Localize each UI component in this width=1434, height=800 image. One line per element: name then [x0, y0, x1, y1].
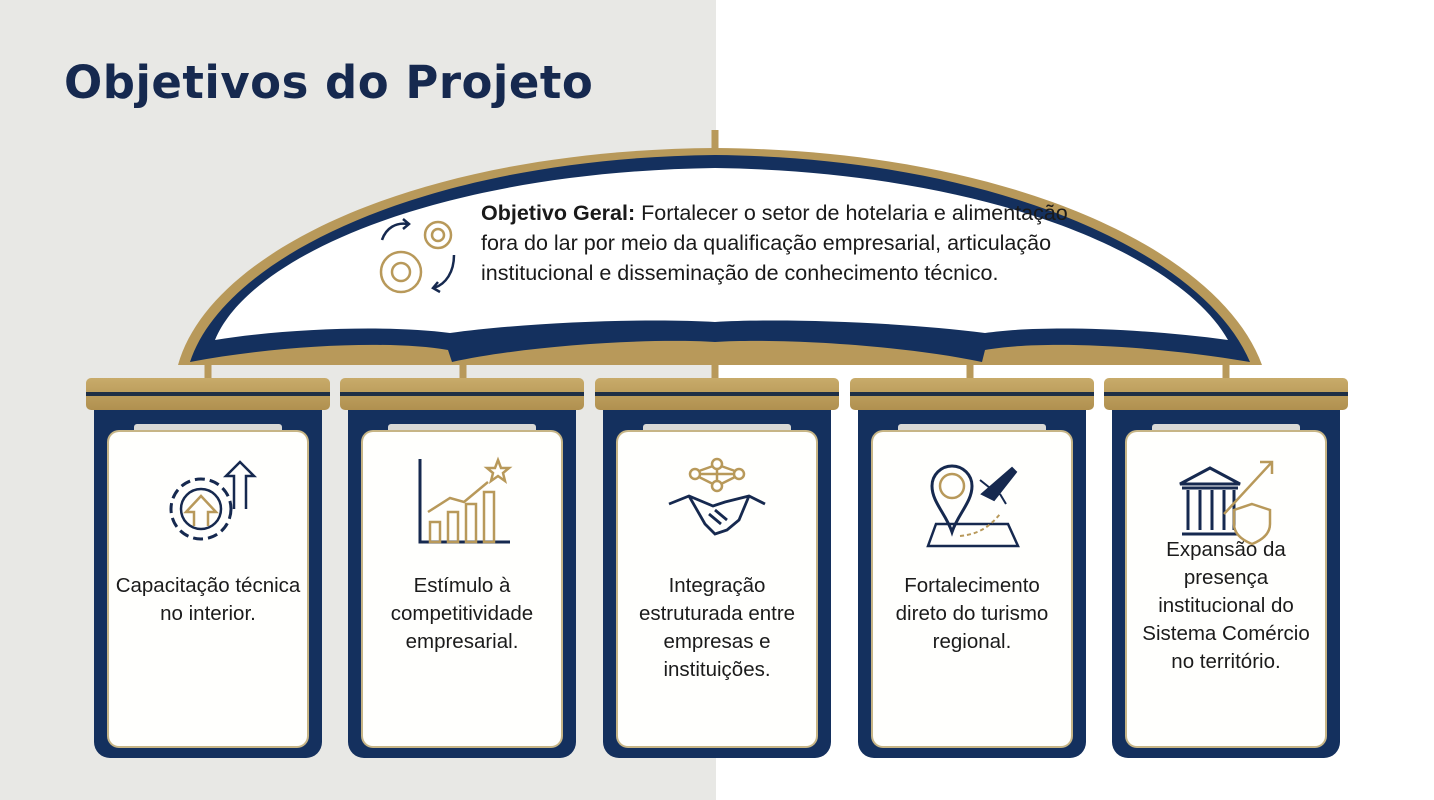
pillar-frame: Fortalecimento direto do turismo regiona… — [858, 410, 1086, 758]
handshake-network-icon — [668, 457, 766, 536]
growth-chart-star-icon — [418, 456, 513, 544]
gear-arrow-up-icon — [169, 460, 258, 541]
pillar-text: Estímulo à competitividade empresarial. — [390, 574, 534, 653]
general-objective-text: Fortalecer o setor de hotelaria e alimen… — [481, 201, 1068, 285]
pillar-2: Estímulo à competitividade empresarial. — [340, 378, 584, 760]
general-objective: Objetivo Geral: Fortalecer o setor de ho… — [481, 198, 1081, 288]
gears-cycle-icon — [379, 218, 456, 294]
pillar-frame: Expansão da presença institucional do Si… — [1112, 410, 1340, 758]
pillar-cap — [595, 378, 839, 410]
pillar-tab — [643, 424, 791, 434]
pillar-1: Capacitação técnica no interior. — [86, 378, 330, 760]
pillar-text: Capacitação técnica no interior. — [115, 574, 301, 625]
pillar-tab — [388, 424, 536, 434]
pillar-frame: Integração estruturada entre empresas e … — [603, 410, 831, 758]
institution-shield-icon — [1179, 460, 1274, 546]
pillar-tab — [1152, 424, 1300, 434]
pillar-tab — [134, 424, 282, 434]
pillar-text: Expansão da presença institucional do Si… — [1142, 538, 1310, 673]
map-pin-plane-icon — [926, 464, 1020, 548]
pillar-tab — [898, 424, 1046, 434]
pillar-3: Integração estruturada entre empresas e … — [595, 378, 839, 760]
pillar-4: Fortalecimento direto do turismo regiona… — [850, 378, 1094, 760]
pillar-text: Integração estruturada entre empresas e … — [638, 574, 796, 681]
canopy-inner — [215, 168, 1228, 340]
pillar-card: Capacitação técnica no interior. — [109, 432, 307, 746]
pillar-card: Integração estruturada entre empresas e … — [618, 432, 816, 746]
page-title: Objetivos do Projeto — [64, 56, 594, 109]
pillar-frame: Estímulo à competitividade empresarial. — [348, 410, 576, 758]
pillar-cap — [340, 378, 584, 410]
pillar-card: Expansão da presença institucional do Si… — [1127, 432, 1325, 746]
pillar-text: Fortalecimento direto do turismo regiona… — [895, 574, 1049, 653]
pillar-card: Estímulo à competitividade empresarial. — [363, 432, 561, 746]
general-objective-label: Objetivo Geral: — [481, 201, 636, 225]
pillar-card: Fortalecimento direto do turismo regiona… — [873, 432, 1071, 746]
pillar-cap — [86, 378, 330, 410]
pillar-cap — [1104, 378, 1348, 410]
pillar-frame: Capacitação técnica no interior. — [94, 410, 322, 758]
pillar-cap — [850, 378, 1094, 410]
pillar-5: Expansão da presença institucional do Si… — [1104, 378, 1348, 760]
